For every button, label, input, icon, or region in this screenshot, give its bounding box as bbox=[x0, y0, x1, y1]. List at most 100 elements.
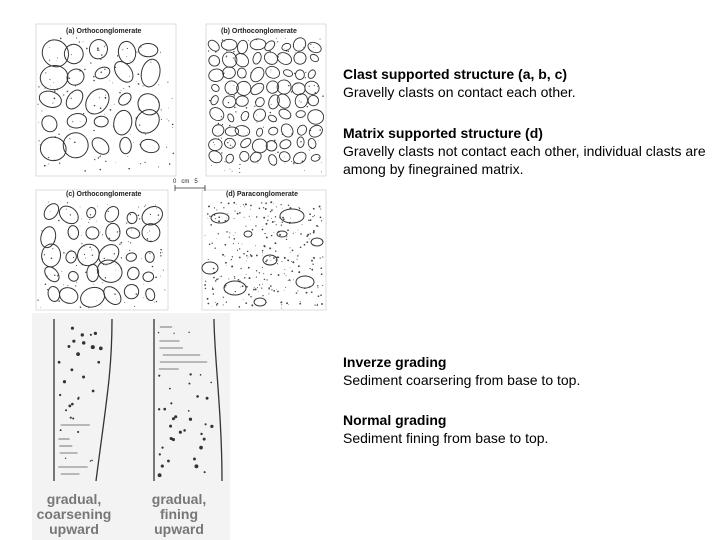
matrix-grain bbox=[256, 255, 258, 257]
matrix-grain bbox=[130, 61, 131, 62]
sand-grain bbox=[82, 375, 85, 378]
matrix-grain bbox=[268, 293, 269, 294]
matrix-grain bbox=[320, 216, 322, 218]
matrix-grain bbox=[109, 81, 110, 82]
matrix-grain bbox=[242, 54, 243, 55]
matrix-grain bbox=[54, 98, 56, 100]
inverse-grading-block: Inverze grading Sediment coarsering from… bbox=[343, 353, 713, 389]
matrix-grain bbox=[152, 266, 154, 268]
matrix-grain bbox=[309, 238, 310, 239]
matrix-grain bbox=[128, 104, 129, 105]
matrix-grain bbox=[93, 76, 95, 78]
matrix-grain bbox=[233, 293, 234, 294]
matrix-grain bbox=[158, 214, 159, 215]
matrix-grain bbox=[216, 279, 218, 281]
matrix-grain bbox=[54, 90, 56, 92]
sand-grain bbox=[92, 390, 95, 393]
matrix-grain bbox=[223, 297, 224, 298]
matrix-grain bbox=[299, 303, 301, 305]
matrix-grain bbox=[153, 270, 154, 271]
matrix-grain bbox=[282, 208, 283, 209]
matrix-grain bbox=[218, 216, 220, 218]
matrix-grain bbox=[316, 225, 318, 227]
matrix-grain bbox=[100, 232, 101, 233]
matrix-grain bbox=[277, 41, 278, 42]
matrix-grain bbox=[131, 229, 132, 230]
matrix-grain bbox=[93, 130, 94, 131]
matrix-grain bbox=[79, 41, 80, 42]
matrix-grain bbox=[102, 234, 103, 235]
matrix-grain bbox=[96, 221, 97, 222]
sand-grain bbox=[81, 333, 84, 336]
matrix-grain bbox=[56, 60, 57, 61]
sand-grain bbox=[158, 375, 160, 377]
matrix-grain bbox=[320, 294, 322, 296]
matrix-grain bbox=[45, 72, 46, 73]
sand-grain bbox=[72, 417, 74, 419]
matrix-grain bbox=[209, 243, 211, 245]
matrix-grain bbox=[265, 208, 267, 210]
matrix-grain bbox=[304, 170, 305, 171]
sand-grain bbox=[189, 373, 191, 375]
matrix-grain bbox=[250, 205, 252, 207]
matrix-grain bbox=[143, 297, 144, 298]
matrix-grain bbox=[270, 201, 272, 203]
matrix-grain bbox=[248, 267, 250, 269]
sand-grain bbox=[58, 361, 61, 364]
matrix-grain bbox=[209, 216, 210, 217]
matrix-grain bbox=[248, 294, 250, 296]
matrix-grain bbox=[211, 243, 212, 244]
matrix-grain bbox=[220, 202, 221, 203]
normal-grading-title: Normal grading bbox=[343, 411, 713, 429]
matrix-grain bbox=[239, 212, 241, 214]
matrix-grain bbox=[242, 244, 243, 245]
matrix-grain bbox=[216, 209, 217, 210]
sand-grain bbox=[169, 388, 171, 390]
matrix-grain bbox=[81, 219, 82, 220]
panel-b-orthoconglomerate bbox=[206, 24, 326, 176]
matrix-grain bbox=[123, 88, 124, 89]
matrix-grain bbox=[275, 242, 277, 244]
matrix-grain bbox=[231, 265, 233, 267]
sand-grain bbox=[158, 408, 160, 410]
matrix-grain bbox=[92, 254, 93, 255]
matrix-grain bbox=[229, 140, 230, 141]
matrix-grain bbox=[156, 208, 157, 209]
matrix-grain bbox=[128, 241, 129, 242]
matrix-grain bbox=[71, 98, 72, 99]
inverse-grading-body: Sediment coarsering from base to top. bbox=[343, 371, 713, 389]
matrix-grain bbox=[67, 285, 68, 286]
matrix-grain bbox=[263, 273, 264, 274]
matrix-grain bbox=[310, 44, 311, 45]
matrix-grain bbox=[298, 290, 299, 291]
matrix-grain bbox=[283, 218, 285, 220]
matrix-grain bbox=[101, 54, 103, 56]
matrix-grain bbox=[270, 285, 272, 287]
sand-grain bbox=[206, 397, 209, 400]
matrix-grain bbox=[230, 145, 231, 146]
sand-grain bbox=[172, 438, 175, 441]
matrix-grain bbox=[275, 251, 276, 252]
matrix-grain bbox=[287, 229, 289, 231]
matrix-grain bbox=[298, 265, 300, 267]
matrix-grain bbox=[150, 214, 151, 215]
panel-a-label: (a) Orthoconglomerate bbox=[66, 28, 142, 35]
matrix-grain bbox=[281, 225, 282, 226]
matrix-grain bbox=[247, 258, 248, 259]
matrix-grain bbox=[288, 51, 289, 52]
matrix-grain bbox=[121, 242, 123, 244]
matrix-grain bbox=[286, 236, 287, 237]
matrix-grain bbox=[262, 229, 264, 231]
matrix-grain bbox=[168, 108, 169, 109]
sand-grain bbox=[161, 464, 164, 467]
matrix-grain bbox=[84, 69, 85, 70]
matrix-grain bbox=[100, 169, 102, 171]
matrix-grain bbox=[158, 166, 159, 167]
right-caption-line-2: fining bbox=[160, 506, 198, 522]
right-caption-line-1: gradual, bbox=[152, 491, 206, 507]
matrix-grain bbox=[304, 244, 306, 246]
matrix-grain bbox=[232, 146, 233, 147]
matrix-grain bbox=[277, 263, 278, 264]
matrix-grain bbox=[237, 213, 239, 215]
matrix-grain bbox=[97, 206, 98, 207]
